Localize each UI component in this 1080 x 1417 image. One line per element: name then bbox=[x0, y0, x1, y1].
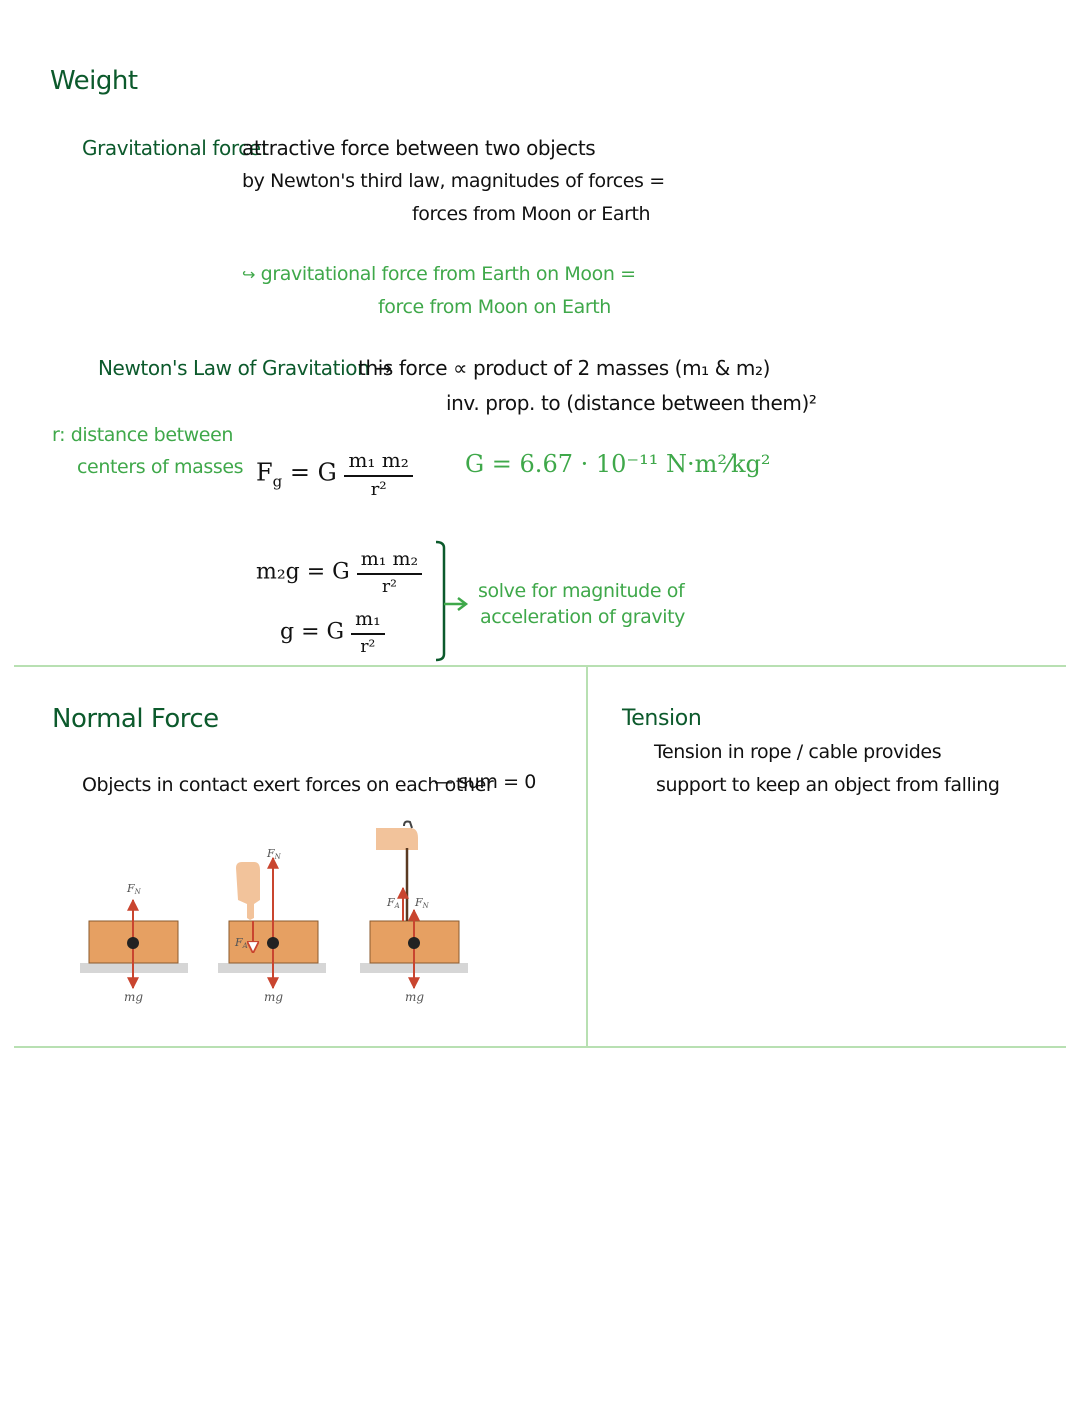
gravitation-equation: Fg = G m₁ m₂ r² bbox=[256, 448, 413, 500]
section-divider-vertical bbox=[586, 665, 588, 1048]
diagram-pushed-block: FN FA mg bbox=[218, 847, 326, 1004]
grav-force-term: Gravitational force: bbox=[82, 136, 268, 160]
r-note-line1: r: distance between bbox=[52, 424, 234, 446]
hook-arrow-icon: ↪ bbox=[242, 265, 256, 284]
third-law-line1: by Newton's third law, magnitudes of for… bbox=[242, 170, 665, 192]
tension-line2: support to keep an object from falling bbox=[656, 774, 1000, 796]
mg-label: mg bbox=[264, 990, 283, 1004]
fn-label: FN bbox=[266, 847, 282, 861]
lifting-hand-icon bbox=[376, 820, 418, 850]
eq1-fraction: m₁ m₂ r² bbox=[344, 448, 413, 500]
bracket-arrow-icon bbox=[435, 540, 469, 662]
third-law-line2: forces from Moon or Earth bbox=[412, 203, 651, 225]
fa-label: FA bbox=[386, 896, 400, 910]
r-note-line2: centers of masses bbox=[77, 456, 244, 478]
normal-force-heading: Normal Force bbox=[52, 704, 219, 734]
arrow-note-line1: ↪ gravitational force from Earth on Moon… bbox=[242, 263, 636, 285]
pushing-hand-icon bbox=[236, 862, 260, 920]
center-of-mass-dot bbox=[267, 937, 279, 949]
section-divider-bottom bbox=[14, 1046, 1066, 1048]
fn-label: FN bbox=[414, 896, 430, 910]
fa-label: FA bbox=[234, 936, 248, 950]
weight-equation: m₂g = G m₁ m₂ r² bbox=[256, 548, 423, 597]
weight-heading: Weight bbox=[50, 66, 138, 96]
arrow-right-icon: → bbox=[375, 356, 392, 380]
fn-label: FN bbox=[126, 882, 142, 896]
solve-note-line1: solve for magnitude of bbox=[478, 580, 685, 602]
diagram-lifted-block: FA FN mg bbox=[360, 820, 468, 1004]
law-definition-line1: this force ∝ product of 2 masses (m₁ & m… bbox=[358, 356, 770, 380]
law-of-gravitation-term: Newton's Law of Gravitation → bbox=[98, 356, 392, 380]
mg-label: mg bbox=[405, 990, 424, 1004]
section-divider-top bbox=[14, 665, 1066, 667]
solve-note-line2: acceleration of gravity bbox=[480, 606, 685, 628]
eq2-fraction: m₁ m₂ r² bbox=[356, 548, 423, 597]
gravity-acceleration-equation: g = G m₁ r² bbox=[280, 608, 385, 657]
law-definition-line2: inv. prop. to (distance between them)² bbox=[446, 391, 817, 415]
diagram-resting-block: FN mg bbox=[80, 882, 188, 1004]
grav-force-definition: attractive force between two objects bbox=[242, 136, 596, 160]
g-constant: G = 6.67 · 10⁻¹¹ N·m²⁄kg² bbox=[465, 450, 771, 478]
contact-text: Objects in contact exert forces on each … bbox=[82, 774, 494, 796]
tension-line1: Tension in rope / cable provides bbox=[654, 741, 942, 763]
center-of-mass-dot bbox=[127, 937, 139, 949]
mg-label: mg bbox=[124, 990, 143, 1004]
sum-text: — sum = 0 bbox=[434, 771, 536, 793]
arrow-note-line2: force from Moon on Earth bbox=[378, 296, 611, 318]
tension-heading: Tension bbox=[622, 706, 702, 731]
eq3-fraction: m₁ r² bbox=[351, 608, 385, 657]
normal-force-diagrams: FN mg FN FA mg FA FN mg bbox=[80, 820, 468, 1004]
center-of-mass-dot bbox=[408, 937, 420, 949]
